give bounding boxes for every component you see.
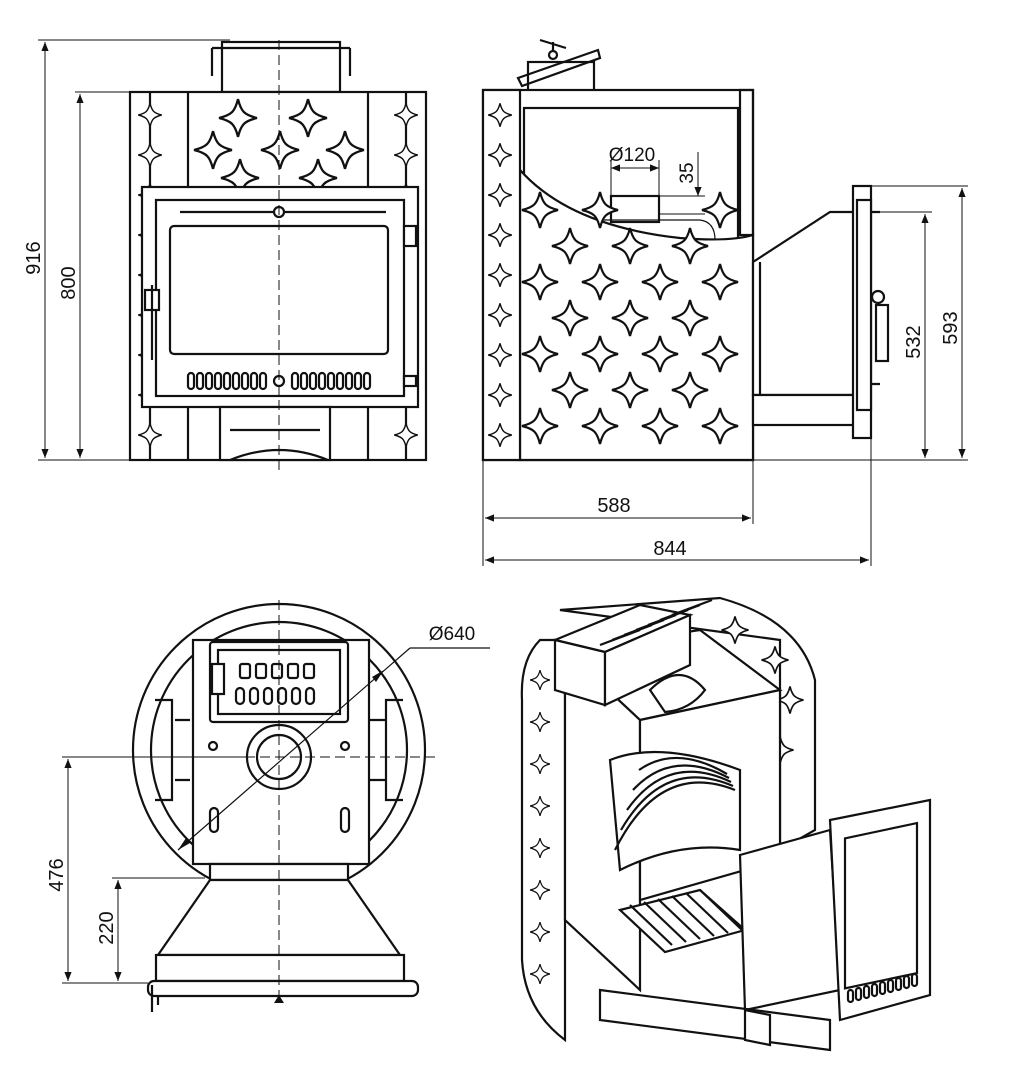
vent-slot	[317, 371, 327, 391]
firebox-rib	[626, 770, 732, 811]
dim-side-total-depth: 844	[653, 538, 686, 560]
tank-fin	[302, 662, 316, 680]
cutaway-shell	[520, 638, 567, 1043]
front-door	[140, 185, 420, 409]
grate-bar	[671, 895, 715, 937]
side-view	[481, 38, 890, 462]
firebox-rib	[638, 756, 728, 775]
door-vent-slot	[894, 976, 903, 992]
door-vent-slot	[846, 988, 855, 1004]
dim-front-body-height: 800	[58, 266, 80, 299]
top-door-plate	[146, 979, 420, 998]
tank-slot	[248, 686, 260, 706]
tank-slot	[304, 686, 316, 706]
side-firebox-tunnel	[751, 210, 857, 397]
firebox-rib	[614, 781, 736, 851]
tank-slot	[276, 686, 288, 706]
cutaway-tunnel	[738, 828, 842, 1012]
front-vent-slots	[186, 371, 372, 391]
vent-slot	[222, 371, 232, 391]
vent-slot	[326, 371, 336, 391]
grate-bar	[685, 892, 729, 934]
side-dimensions: Ø120 35 532 593 588 844	[482, 145, 968, 566]
tank-fin	[254, 662, 268, 680]
vent-slot	[195, 371, 205, 391]
dim-side-body-depth: 588	[597, 495, 630, 517]
tank-fin	[270, 662, 284, 680]
vent-slot	[290, 371, 300, 391]
door-vent-slot	[854, 986, 863, 1002]
vent-slot	[362, 371, 372, 391]
vent-slot	[186, 371, 196, 391]
front-dimensions: 916 800	[23, 39, 230, 461]
top-dimensions: Ø640 476 220	[46, 624, 475, 984]
top-view	[125, 600, 490, 1012]
dim-side-door-height-2: 593	[940, 311, 962, 344]
vent-slot	[308, 371, 318, 391]
front-chimney	[220, 40, 342, 94]
dim-top-diameter: Ø640	[429, 624, 475, 645]
tank-slot	[234, 686, 246, 706]
tank-fin	[238, 662, 252, 680]
cutaway-view	[520, 596, 932, 1052]
dim-side-flue-diameter: Ø120	[609, 145, 655, 166]
dim-side-flue-offset: 35	[677, 162, 698, 183]
tank-fin	[286, 662, 300, 680]
vent-slot	[258, 371, 268, 391]
door-vent-slot	[870, 982, 879, 998]
front-ash-drawer	[218, 405, 332, 462]
vent-slot	[213, 371, 223, 391]
grate-bar	[629, 904, 673, 946]
vent-slot	[240, 371, 250, 391]
door-vent-slot	[910, 972, 919, 988]
tank-slot	[290, 686, 302, 706]
grate-bar	[643, 901, 687, 943]
grate-bar	[657, 898, 701, 940]
firebox-rib	[620, 776, 734, 831]
front-view	[128, 40, 428, 470]
vent-slot	[204, 371, 214, 391]
vent-slot	[344, 371, 354, 391]
vent-slot	[299, 371, 309, 391]
vent-slot	[335, 371, 345, 391]
grate-bar	[699, 889, 743, 931]
dim-top-offset-1: 476	[46, 858, 68, 891]
dim-front-total-height: 916	[23, 241, 45, 274]
dim-side-door-height-1: 532	[903, 325, 925, 358]
firebox-rib	[632, 764, 730, 791]
dim-top-offset-2: 220	[96, 911, 118, 944]
tank-fin-line	[671, 598, 713, 617]
door-vent-slot	[878, 980, 887, 996]
vent-slot	[249, 371, 259, 391]
door-vent-slot	[886, 978, 895, 994]
tank-slot	[262, 686, 274, 706]
vent-slot	[353, 371, 363, 391]
vent-slot	[231, 371, 241, 391]
door-vent-slot	[862, 984, 871, 1000]
door-vent-slot	[902, 974, 911, 990]
side-left-pattern	[487, 102, 513, 448]
